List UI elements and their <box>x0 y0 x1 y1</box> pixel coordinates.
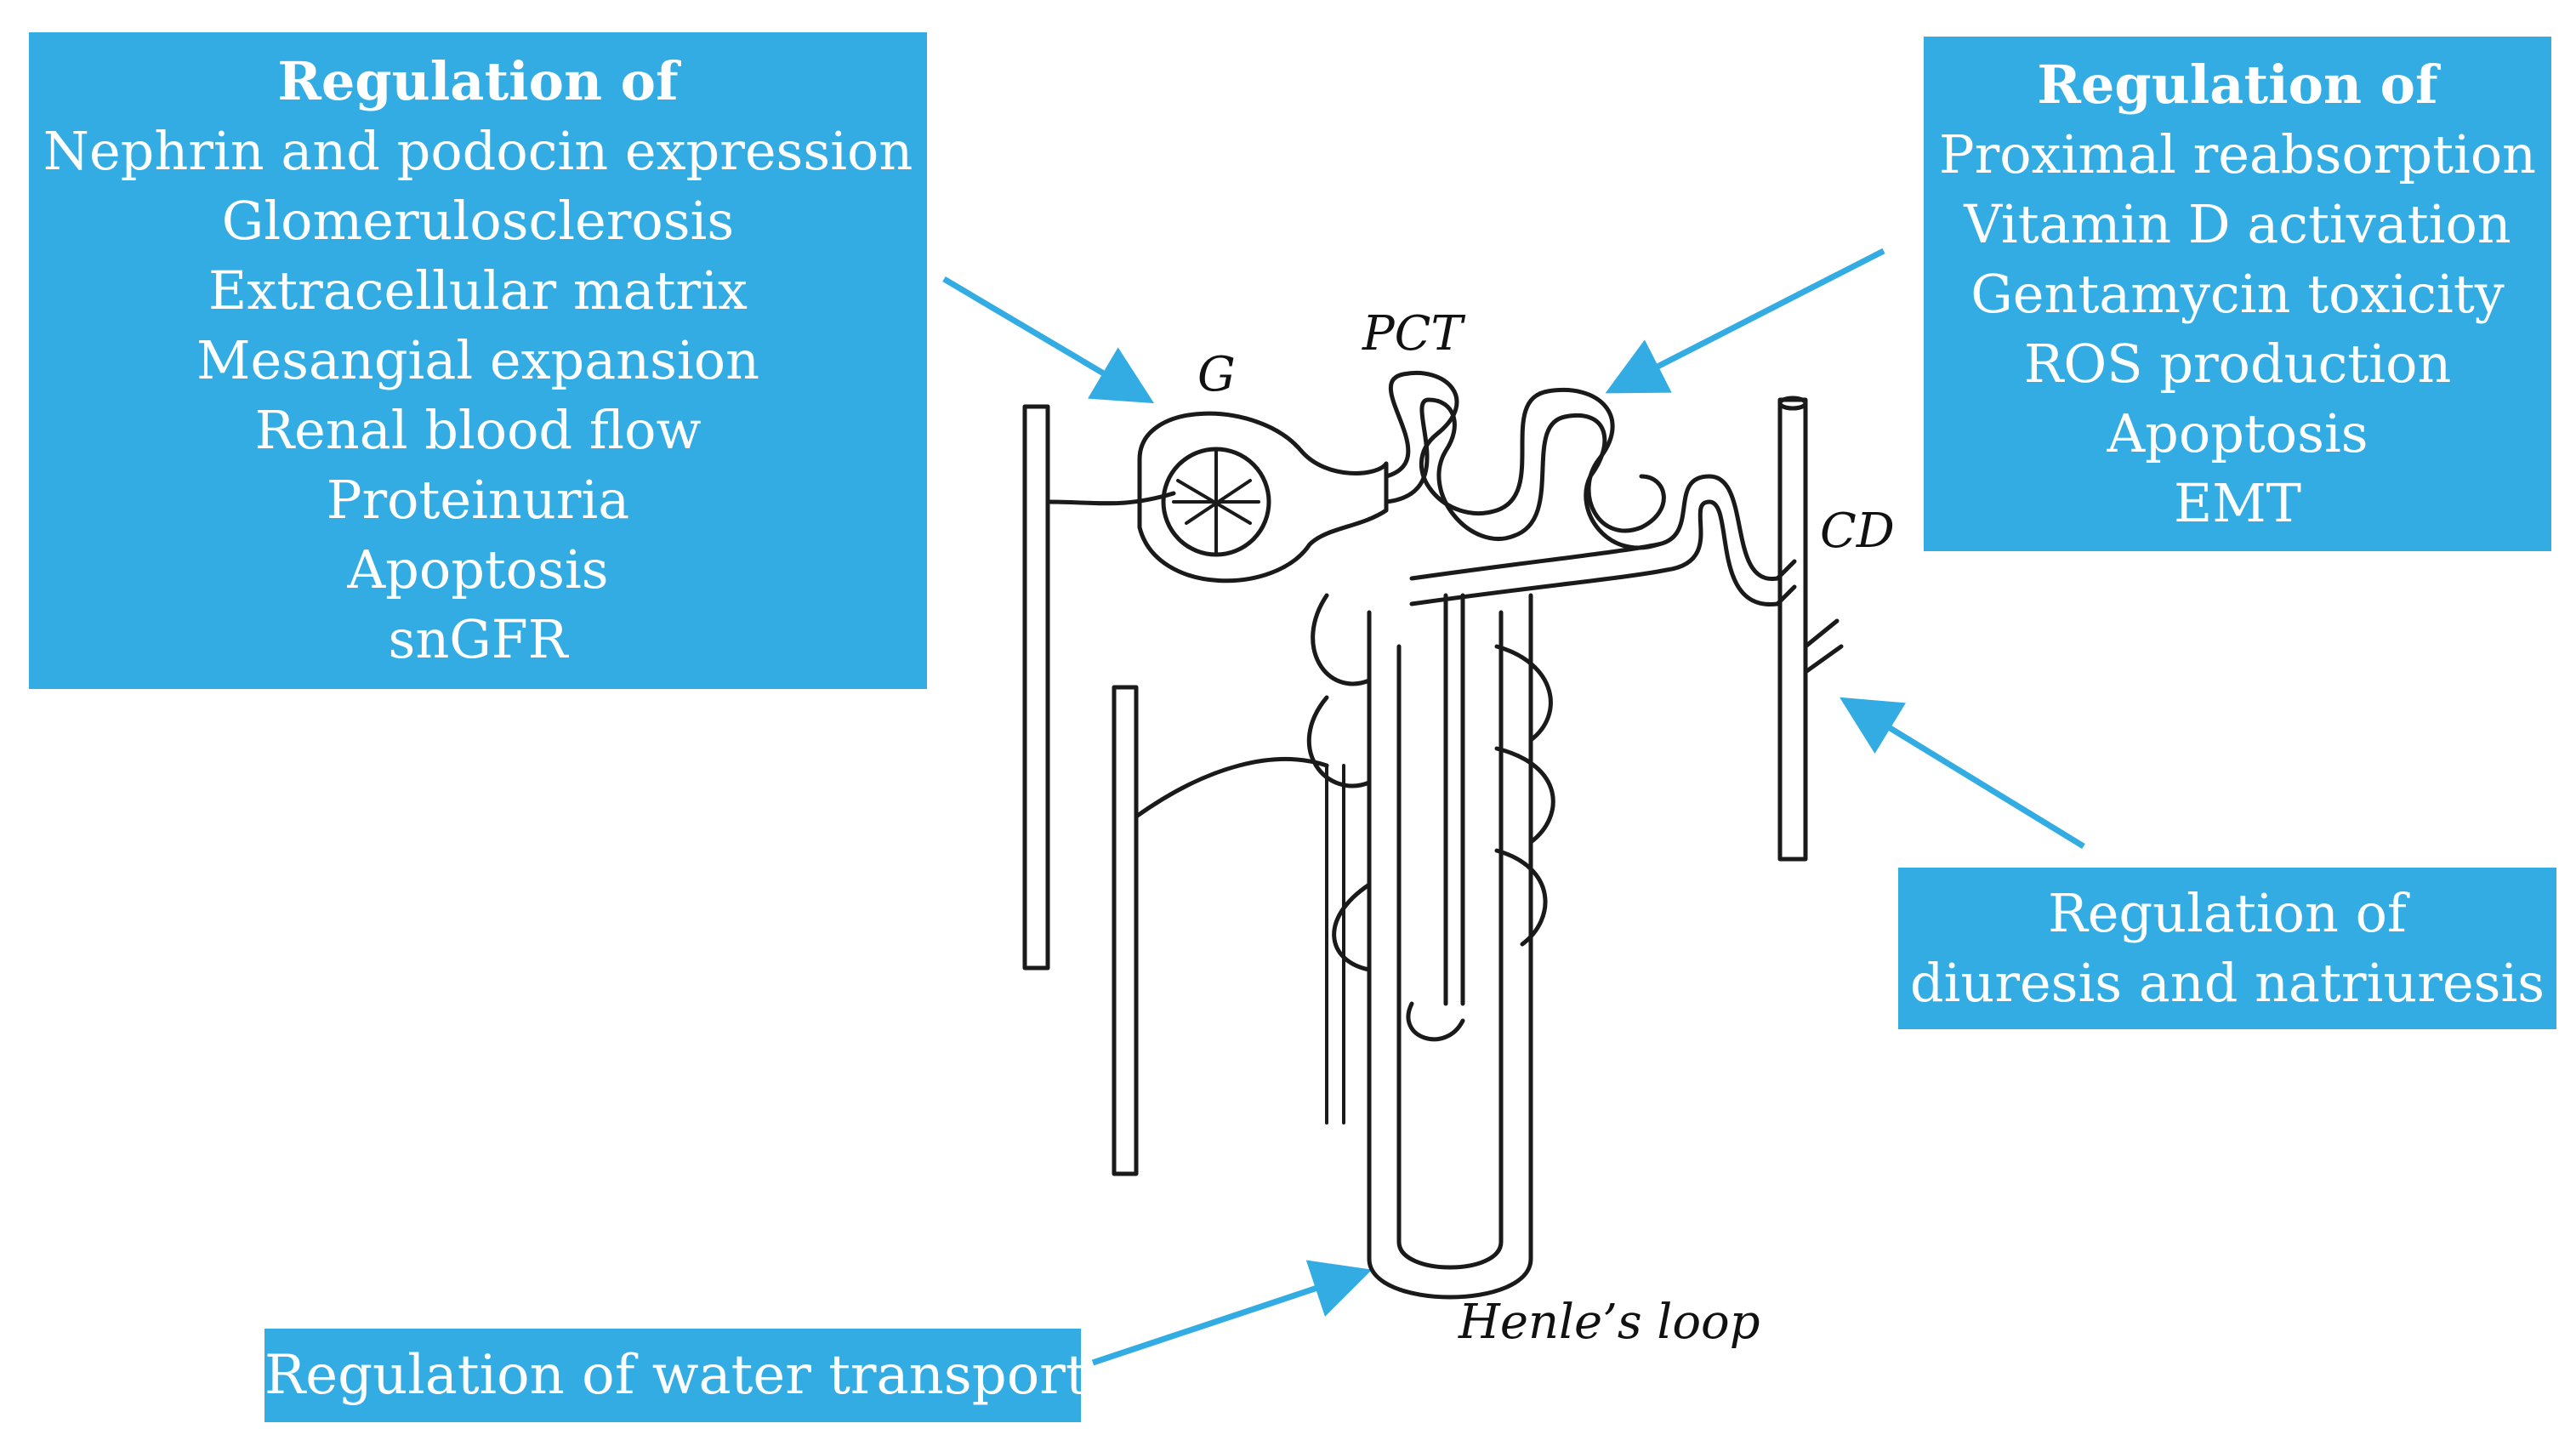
distal-tubule <box>1409 474 1797 581</box>
bowman-capsule <box>1137 411 1389 584</box>
pct-box-line: Apoptosis <box>2107 401 2368 464</box>
arrow-to-henle-loop <box>1091 1260 1373 1366</box>
glomerulus-box-line: Apoptosis <box>347 538 609 601</box>
henle-loop-outer <box>1367 593 1533 1300</box>
collecting-duct-label: CD <box>1820 504 1895 559</box>
efferent-branch <box>1134 757 1329 819</box>
glomerulus-box-line: Mesangial expansion <box>196 329 760 391</box>
glomerulus-box-line: Nephrin and podocin expression <box>43 120 913 182</box>
glomerulus-box-line: Glomerulosclerosis <box>221 190 735 252</box>
cd-box-line: diuresis and natriuresis <box>1909 952 2545 1014</box>
glomerulus-capillary-loops <box>1172 449 1260 555</box>
pct-box-line: Proximal reabsorption <box>1938 122 2537 185</box>
loop-box-line: Regulation of water transport <box>264 1344 1088 1407</box>
pct-box-heading: Regulation of <box>2037 53 2438 116</box>
arrow-to-pct <box>1605 248 1885 394</box>
henle-loop-inner <box>1396 610 1504 1270</box>
afferent-branch <box>1045 491 1176 506</box>
henle-loop-regulation-box: Regulation of water transport <box>264 1329 1088 1422</box>
glomerulus-box-line: Extracellular matrix <box>208 259 748 322</box>
cd-box-line: Regulation of <box>2048 882 2407 944</box>
efferent-vessel <box>1112 685 1139 1176</box>
vasa-recta <box>1325 764 1345 1124</box>
glomerulus-box-line: snGFR <box>388 608 568 670</box>
pct-box-line: Gentamycin toxicity <box>1970 262 2505 325</box>
pct-box-line: Vitamin D activation <box>1964 192 2511 255</box>
descending-limb <box>1443 593 1465 1006</box>
arrow-to-collecting-duct <box>1840 697 2085 849</box>
collecting-duct-regulation-box: Regulation of diuresis and natriuresis <box>1898 868 2556 1029</box>
peritubular-capillaries <box>1306 593 1555 1042</box>
collecting-duct-branch <box>1803 618 1844 675</box>
pct-regulation-box: Regulation of Proximal reabsorption Vita… <box>1924 37 2551 551</box>
glomerulus-label: G <box>1197 347 1236 402</box>
arrow-icon <box>942 248 2085 1366</box>
collecting-duct <box>1777 397 1808 862</box>
proximal-convoluted-tubule <box>1384 371 1666 533</box>
proximal-tubule-inner <box>1384 397 1661 550</box>
pct-label: PCT <box>1362 306 1463 362</box>
glomerulus-box-heading: Regulation of <box>277 50 679 112</box>
distal-tubule-inner <box>1409 499 1797 606</box>
glomerulus-box-line: Proteinuria <box>326 469 630 531</box>
arrow-to-glomerulus <box>942 276 1155 404</box>
collecting-duct-opening <box>1777 396 1808 411</box>
pct-box-line: ROS production <box>2023 332 2452 395</box>
pct-box-line: EMT <box>2173 471 2302 534</box>
nephron-line-art <box>1022 371 1844 1300</box>
henle-loop-label: Henle’s loop <box>1459 1295 1760 1350</box>
glomerulus-regulation-box: Regulation of Nephrin and podocin expres… <box>29 32 927 689</box>
afferent-vessel <box>1022 404 1050 971</box>
glomerulus-box-line: Renal blood flow <box>254 399 702 461</box>
